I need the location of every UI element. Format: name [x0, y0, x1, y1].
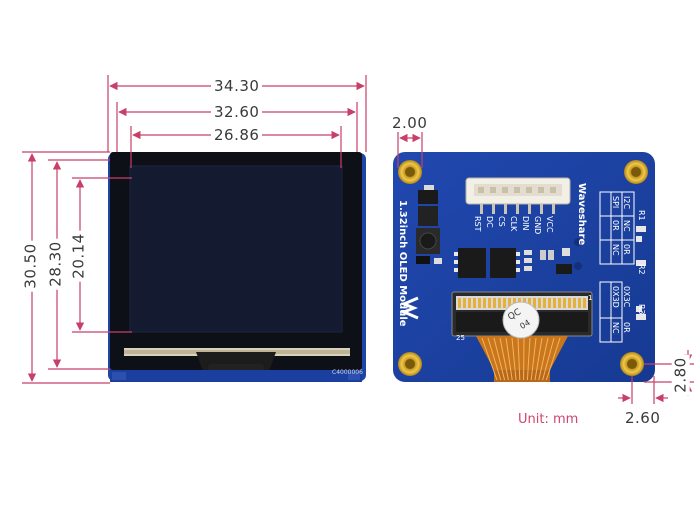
pin-label: CS [497, 216, 506, 227]
config-cell: 0R [622, 244, 631, 255]
fpc-trace [511, 337, 517, 381]
fpc-pin [508, 298, 511, 308]
components [416, 185, 582, 278]
fpc-pin [538, 298, 541, 308]
config-cell: NC [611, 244, 620, 256]
fpc-pin [468, 298, 471, 308]
fpc-trace [538, 337, 549, 381]
address-cell: 0R [622, 322, 631, 333]
fpc-trace [499, 337, 509, 381]
config-cell: 0R [611, 220, 620, 231]
pin-label: GND [533, 216, 542, 235]
dim-height-active: 20.14 [69, 230, 88, 282]
unit-label: Unit: mm [518, 412, 579, 427]
board-product: 1.32inch OLED Module [397, 200, 408, 327]
fpc-trace [530, 337, 537, 381]
config-cell: NC [622, 220, 631, 232]
fpc-trace [545, 337, 561, 381]
address-cell: 0X3C [622, 286, 631, 308]
dim-height-mid: 28.30 [46, 238, 65, 290]
fpc-trace [493, 337, 506, 381]
fpc-pin [558, 298, 561, 308]
resistor-label-r1: R1 [637, 210, 646, 221]
fpc-pin [488, 298, 491, 308]
fpc-pin [563, 298, 566, 308]
pin-label: VCC [545, 216, 554, 233]
fpc-pin [498, 298, 501, 308]
address-cell: 0X3D [611, 286, 620, 308]
back-view [393, 152, 655, 382]
fpc-trace [487, 337, 502, 381]
display-part-code: C4000006 [332, 369, 363, 376]
pin-label: DC [485, 216, 494, 228]
fpc-pin [463, 298, 466, 308]
fpc-trace [505, 337, 513, 381]
resistor-label-r3: R3 [637, 304, 646, 315]
fpc-pin [493, 298, 496, 308]
address-table [599, 281, 623, 343]
config-cell: SPI [611, 196, 620, 209]
config-table [599, 191, 635, 265]
fpc-pin [533, 298, 536, 308]
fpc-pin [458, 298, 461, 308]
fpc-pin [473, 298, 476, 308]
fpc-trace [526, 337, 531, 381]
dim-hole-edge-top: 2.00 [389, 114, 431, 132]
fpc-pin [503, 298, 506, 308]
fpc-trace [542, 337, 555, 381]
dim-height-outer: 30.50 [21, 240, 40, 292]
dim-width-mid: 32.60 [211, 103, 263, 121]
pin1-mark: 1 [588, 294, 593, 302]
fpc-pin [583, 298, 586, 308]
fpc-pin [478, 298, 481, 308]
fpc-trace [534, 337, 543, 381]
pin-label: DIN [521, 216, 530, 231]
fpc-pin [548, 298, 551, 308]
fpc-pin [568, 298, 571, 308]
dim-width-outer: 34.30 [211, 77, 263, 95]
address-cell: NC [611, 322, 620, 334]
dim-hole-edge-bottom: 2.80 [671, 354, 690, 396]
config-cell: I2C [622, 196, 631, 210]
fpc-pin [528, 298, 531, 308]
dim-hole-edge-right: 2.60 [622, 409, 664, 427]
qc-sticker [502, 301, 540, 339]
resistor-label-r2: R2 [637, 264, 646, 275]
fpc-pin [483, 298, 486, 308]
waveshare-logo-mark [400, 296, 419, 320]
pin-label: CLK [509, 216, 518, 232]
oled-active-area [130, 166, 342, 332]
fpc-pin [578, 298, 581, 308]
fpc-pin [543, 298, 546, 308]
board-brand: Waveshare [576, 183, 587, 246]
fpc-trace [481, 337, 498, 381]
resistor-pads [636, 226, 646, 320]
connector [465, 177, 571, 214]
fpc-trace [517, 337, 521, 381]
dim-width-active: 26.86 [211, 126, 263, 144]
mounting-holes [398, 160, 648, 376]
fpc-pin [553, 298, 556, 308]
front-view [108, 152, 366, 382]
pin-label: RST [473, 216, 482, 232]
pin25-mark: 25 [456, 334, 465, 342]
fpc-pin [573, 298, 576, 308]
